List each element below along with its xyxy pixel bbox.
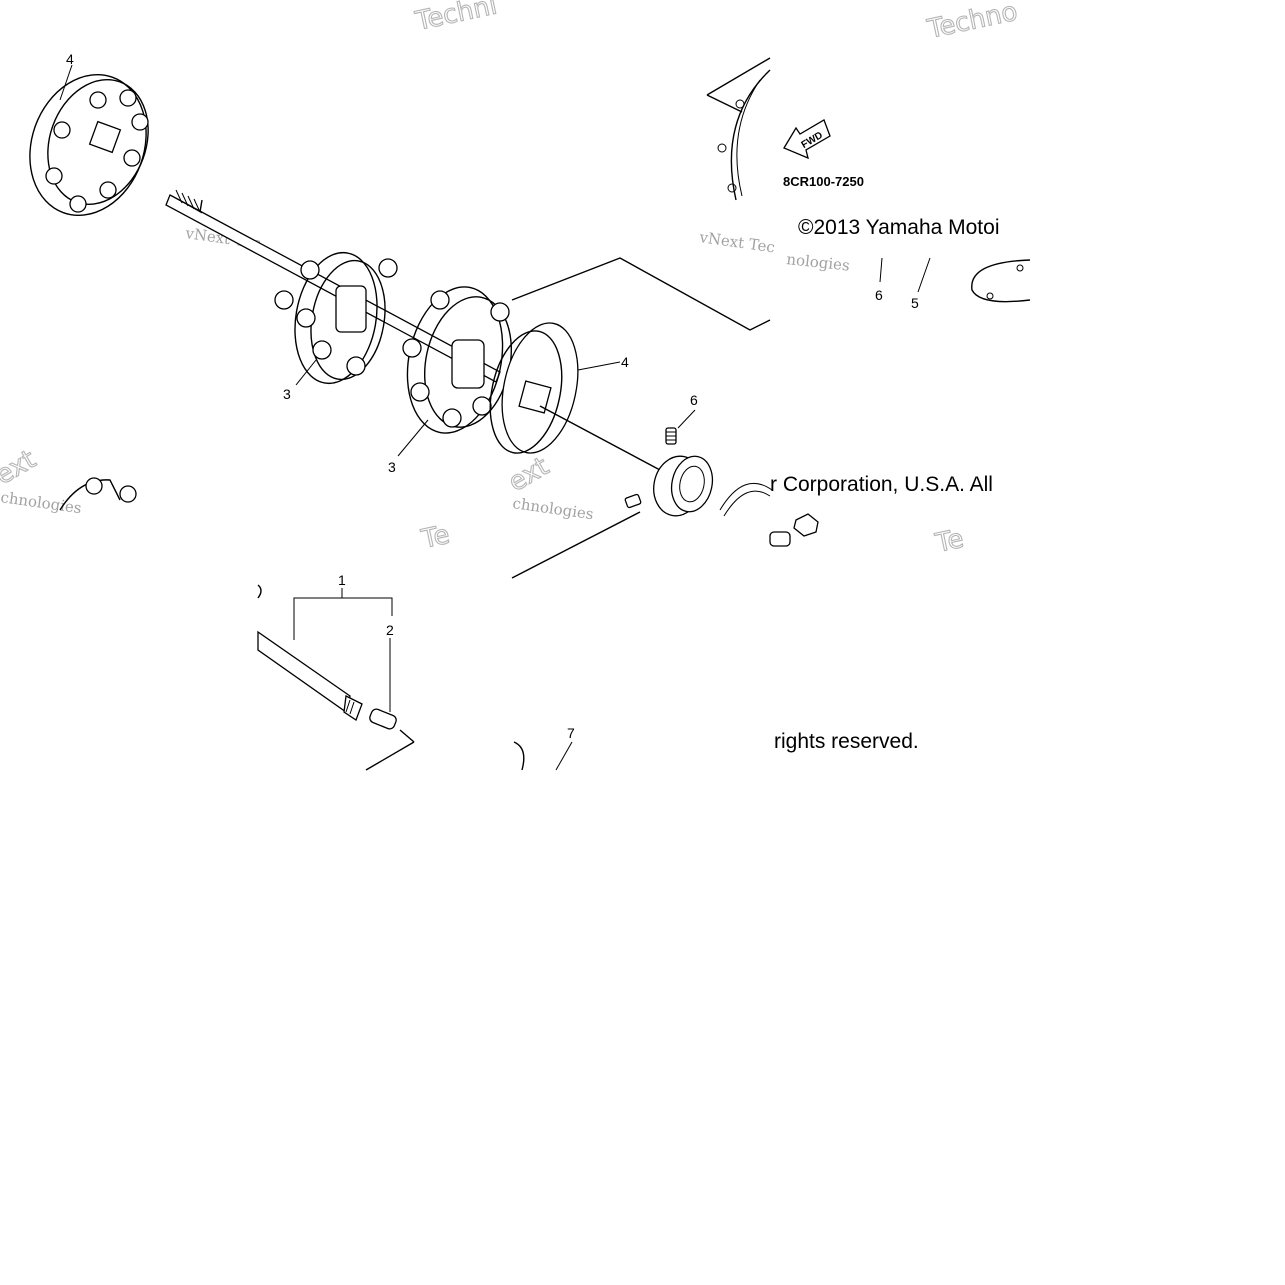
callout-2: 2 [386,622,394,638]
watermark-tech-b: chnologies [0,488,83,517]
watermark-techno-b: Techno [924,0,1020,45]
hub-topright [971,259,1031,303]
watermark-techno-a: Techni [412,0,499,37]
watermark-next-b: ext [504,452,555,499]
watermark-techno-c: Te [418,520,452,555]
drive-shaft [165,189,501,383]
callout-3-left: 3 [283,386,291,402]
callout-6-center: 6 [690,392,698,408]
callout-3-right: 3 [388,459,396,475]
callout-7: 7 [567,725,575,741]
callout-6-topright: 6 [875,287,883,303]
callout-5-topright: 5 [911,295,919,311]
copyright-line-1: ©2013 Yamaha Motoi [798,216,1000,239]
end-cap-and-nuts [719,482,819,547]
lower-shaft [257,584,415,771]
part-code: 8CR100-7250 [783,174,864,189]
watermark-techno-d: Te [932,524,966,559]
cover-topright [706,57,771,201]
callout-1: 1 [338,572,346,588]
sprocket-part-3-right [402,286,513,434]
watermark-vnext-b: vNext Tec [697,228,776,257]
sprocket-part-3-left [274,251,398,385]
bearing-housing [624,427,714,517]
copyright-line-3: rights reserved. [774,730,919,753]
callout-4-topleft: 4 [66,51,74,67]
fwd-arrow-icon: FWD [783,119,831,160]
copyright-line-2: r Corporation, U.S.A. All [770,473,993,496]
wheel-part-4-center [489,322,579,454]
callout-4-center: 4 [621,354,629,370]
watermark-tech-a: nologies [786,250,851,275]
part-7-fragment [513,741,525,771]
sprocket-part-4-topleft [29,64,149,217]
sprocket-fragment-left [59,477,137,511]
watermark-next-a: ext [0,445,41,492]
watermark-tech-c: chnologies [511,494,594,523]
